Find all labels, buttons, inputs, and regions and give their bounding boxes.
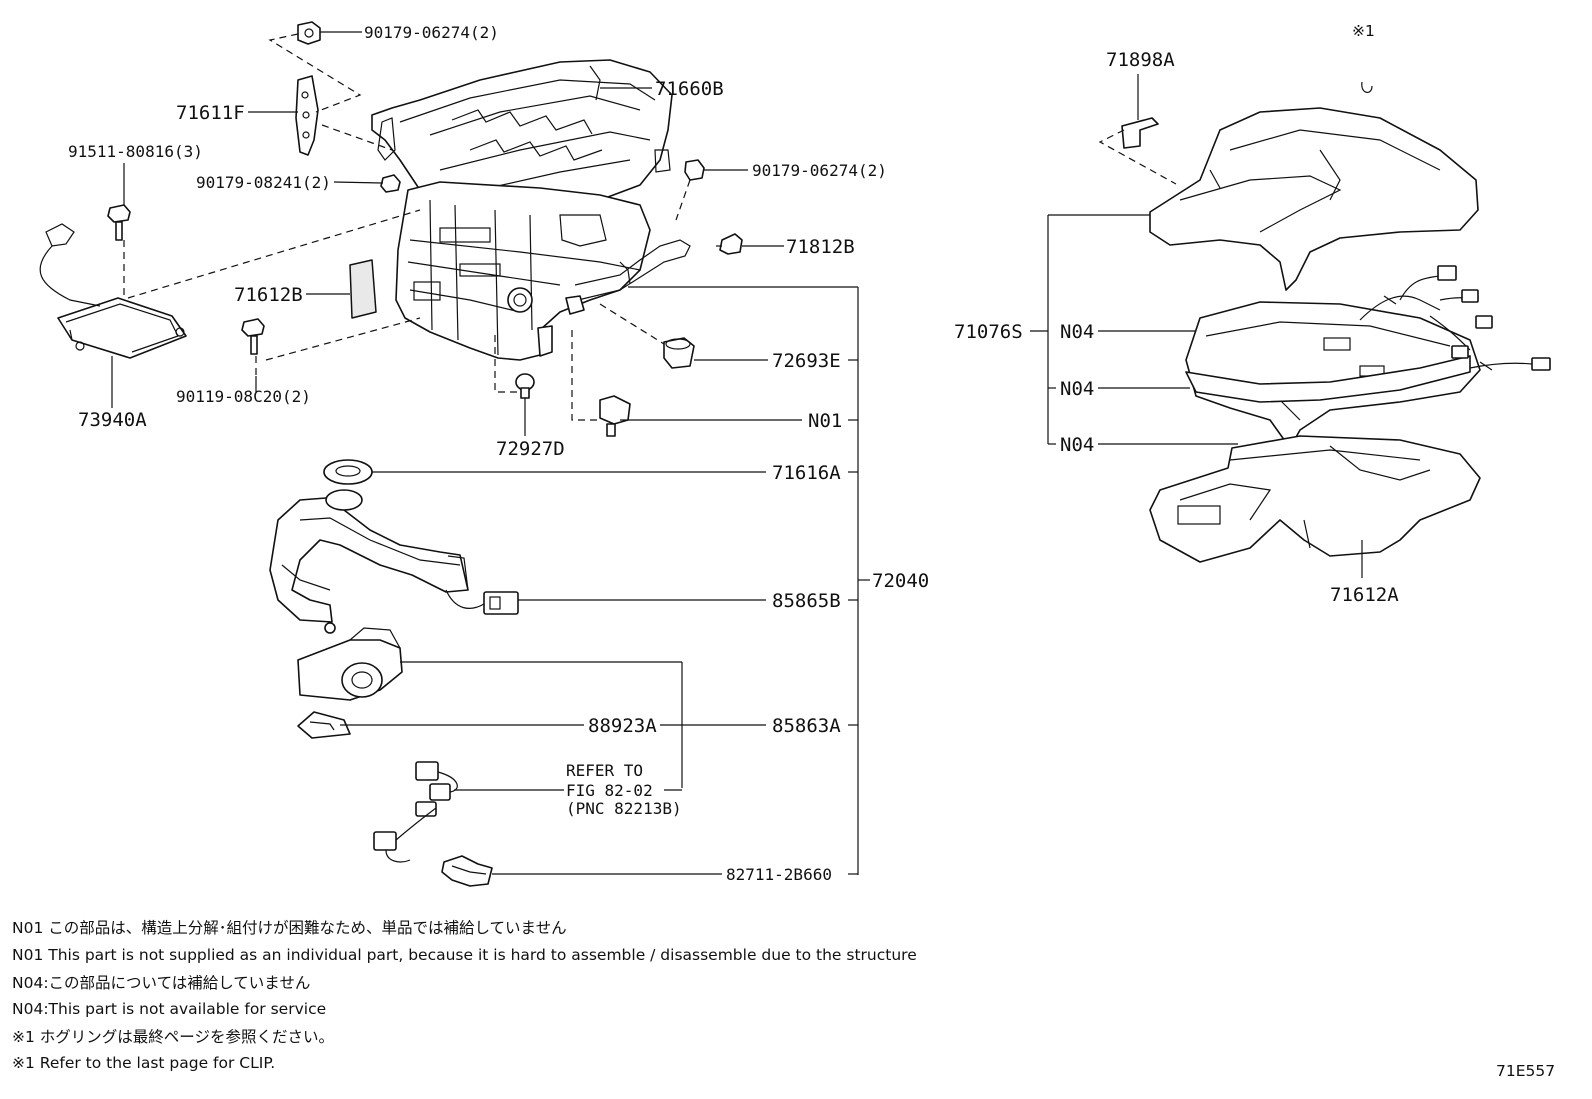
label-N04-b: N04 (1060, 378, 1094, 400)
note-n04-en: N04:This part is not available for servi… (12, 1000, 326, 1018)
label-91511-80816: 91511-80816(3) (68, 142, 203, 161)
label-star1-top: ※1 (1352, 22, 1375, 40)
label-71660B: 71660B (655, 78, 724, 100)
grommet-72693E (663, 337, 695, 369)
note-star1-en: ※1 Refer to the last page for CLIP. (12, 1054, 275, 1072)
seat-cushion-cover (1149, 107, 1479, 291)
clamp-82711-2B660 (441, 855, 493, 887)
label-71898A: 71898A (1106, 49, 1175, 71)
leader-lines-right (1030, 74, 1363, 578)
label-82711-2B660: 82711-2B660 (726, 865, 832, 884)
label-90179-06274-top: 90179-06274(2) (364, 23, 499, 42)
label-72693E: 72693E (772, 350, 841, 372)
bracket-71611F (295, 75, 319, 156)
label-85865B: 85865B (772, 590, 841, 612)
label-refer-line1: REFER TO (566, 761, 643, 780)
label-refer-line2: FIG 82-02 (566, 781, 653, 800)
note-n01-en: N01 This part is not supplied as an indi… (12, 946, 917, 964)
nut-90179-08241 (380, 174, 401, 193)
label-71612B: 71612B (234, 284, 303, 306)
label-73940A: 73940A (78, 409, 147, 431)
bolt-91511-80816 (107, 204, 131, 241)
label-72040: 72040 (872, 570, 929, 592)
label-90179-08241: 90179-08241(2) (196, 173, 331, 192)
nut-90179-06274-top (297, 21, 321, 45)
label-88923A: 88923A (588, 715, 657, 737)
wire-harness (373, 761, 458, 863)
label-71611F: 71611F (176, 102, 245, 124)
label-71616A: 71616A (772, 462, 841, 484)
footnotes: N01 この部品は、構造上分解･組付けが困難なため、単品では補給していません N… (12, 919, 917, 1072)
callout-labels: 90179-06274(2) 71660B 71611F 91511-80816… (68, 22, 1399, 884)
clip-71812B (716, 233, 743, 255)
cap-72927D (515, 373, 535, 399)
duct-85865B (269, 489, 519, 634)
nut-90179-06274-right (684, 159, 705, 181)
label-90119-08C20: 90119-08C20(2) (176, 387, 311, 406)
label-N04-a: N04 (1060, 321, 1094, 343)
label-85863A: 85863A (772, 715, 841, 737)
clip-88923A (297, 711, 351, 739)
bolt-90119-08C20 (241, 318, 265, 355)
leader-lines-left (111, 31, 870, 875)
label-71612A: 71612A (1330, 584, 1399, 606)
note-n01-jp: N01 この部品は、構造上分解･組付けが困難なため、単品では補給していません (12, 919, 567, 937)
label-refer-line3: (PNC 82213B) (566, 799, 682, 818)
label-N01: N01 (808, 410, 842, 432)
seat-cushion-heater (1185, 355, 1471, 403)
hog-ring-icon (1361, 81, 1373, 93)
grommet-71616A (323, 459, 373, 485)
clip-71898A (1121, 117, 1159, 149)
label-71076S: 71076S (954, 321, 1023, 343)
label-72927D: 72927D (496, 438, 565, 460)
seat-cushion-frame-71612A (1149, 435, 1481, 563)
label-90179-06274-right: 90179-06274(2) (752, 161, 887, 180)
heater-harness (1359, 265, 1551, 371)
ecu-73940A (39, 223, 187, 359)
label-N04-c: N04 (1060, 434, 1094, 456)
blower-85863A (297, 627, 403, 701)
assembly-lines (123, 33, 691, 421)
note-n04-jp: N04:この部品については補給していません (12, 974, 310, 992)
note-star1-jp: ※1 ホグリングは最終ページを参照ください。 (12, 1028, 334, 1046)
switch-N01 (599, 395, 631, 437)
figure-id: 71E557 (1496, 1062, 1555, 1080)
pad-71612B (349, 259, 377, 319)
label-71812B: 71812B (786, 236, 855, 258)
